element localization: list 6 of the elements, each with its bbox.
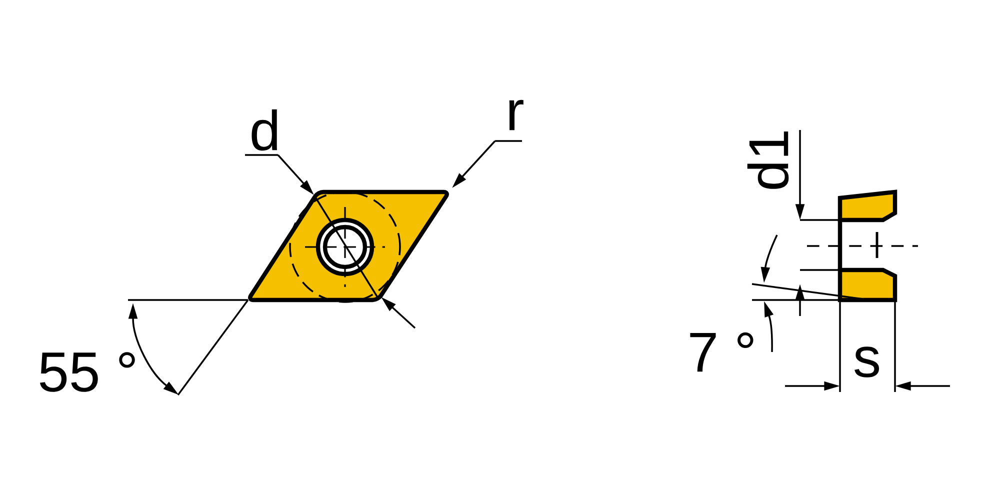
dimension-label: r (509, 100, 524, 130)
dimension-label: d (252, 109, 277, 151)
dimension-label: s (854, 346, 880, 378)
dimension-label: d1 (747, 131, 789, 189)
dimension-label: 7 ° (690, 332, 754, 372)
dimension-label: 55 ° (40, 352, 135, 392)
